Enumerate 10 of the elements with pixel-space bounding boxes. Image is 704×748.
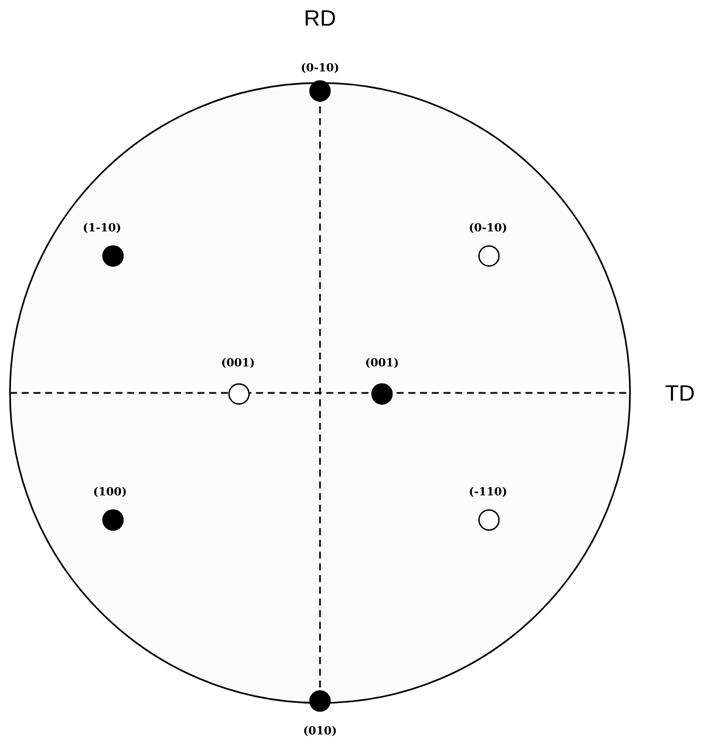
pole-label: (001) [222,358,254,368]
pole-label: (0-10) [302,62,338,74]
axis-label: TD [666,385,694,401]
axis-label: RD [306,10,335,26]
pole-label: (1-10) [84,222,120,234]
pole-label: (010) [304,726,336,736]
pole-label: (0-10) [470,222,506,234]
pole-label: (100) [94,486,126,498]
pole-label: (-110) [470,486,506,498]
pole-label: (001) [366,358,398,368]
